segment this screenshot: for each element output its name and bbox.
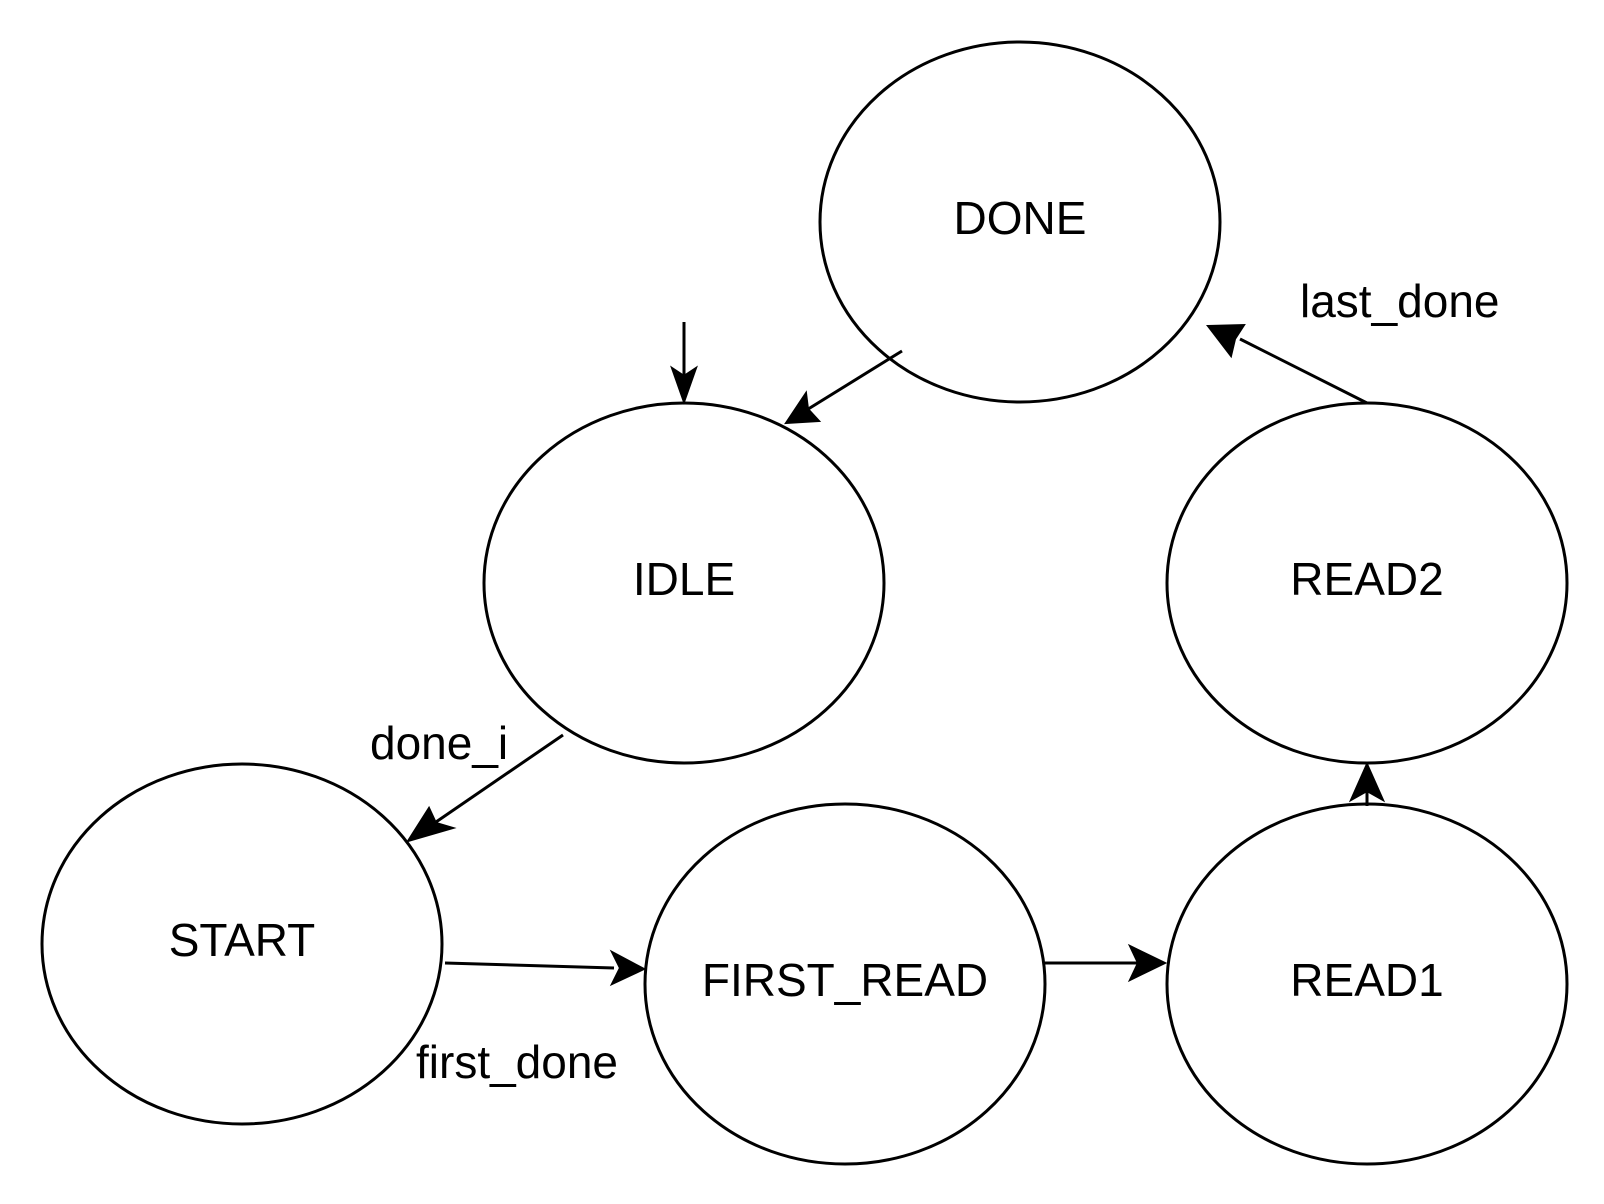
transition-read2-to-done [1206,323,1368,405]
transition-start-to-first-read-head [609,949,647,987]
initial-arrow-head [670,365,698,406]
state-idle-label: IDLE [633,553,735,605]
transition-read2-to-done-line [1239,337,1368,405]
transition-done-to-idle-line [804,349,903,413]
transition-idle-to-start-head [405,805,457,843]
transition-first-read-to-read1-head [1127,943,1168,983]
transition-start-to-first-read [444,949,647,987]
transition-idle-to-start-label: done_i [370,717,508,769]
transition-start-to-first-read-line [444,961,615,970]
transition-idle-to-start-line [435,733,564,824]
state-start-label: START [169,914,316,966]
transition-first-read-to-read1 [1045,943,1168,983]
state-read2-label: READ2 [1290,553,1443,605]
state-start-ellipse [40,762,444,1126]
transition-read1-to-read2 [1348,761,1386,806]
transition-read2-to-done-head [1206,323,1246,359]
state-first-read-ellipse [643,802,1047,1166]
state-idle[interactable]: IDLE [482,401,886,765]
transition-read2-to-done-label: last_done [1300,275,1500,327]
transition-idle-to-start [405,733,564,843]
state-first-read-label: FIRST_READ [702,954,988,1006]
state-done-ellipse [818,40,1222,404]
state-done-label: DONE [954,192,1087,244]
state-read1-label: READ1 [1290,954,1443,1006]
transition-read1-to-read2-head [1348,761,1386,803]
state-first-read[interactable]: FIRST_READ [643,802,1047,1166]
state-read2[interactable]: READ2 [1165,401,1569,765]
transition-done-to-idle [784,349,903,425]
state-start[interactable]: START [40,762,444,1126]
transition-start-to-first-read-label: first_done [416,1036,618,1088]
state-done[interactable]: DONE [818,40,1222,404]
initial-arrow [670,322,698,406]
state-read1[interactable]: READ1 [1165,802,1569,1166]
transition-done-to-idle-head [784,390,822,425]
